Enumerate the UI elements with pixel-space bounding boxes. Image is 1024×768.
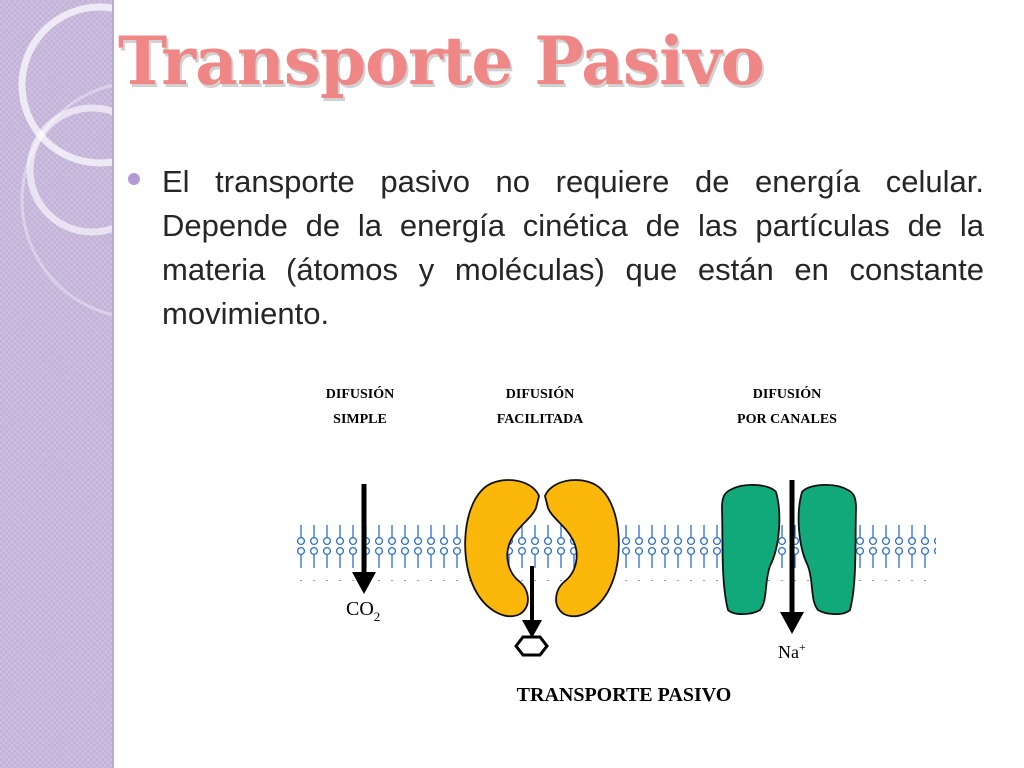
channel-protein [721, 484, 857, 616]
facilitated-diffusion-arrow [522, 566, 542, 638]
label-difusion-simple-1: DIFUSIÓN [326, 385, 394, 402]
label-difusion-simple-2: SIMPLE [333, 412, 387, 427]
simple-diffusion-arrow [352, 484, 376, 594]
co2-label: CO2 [346, 598, 380, 624]
sodium-ion-label: Na+ [778, 640, 806, 662]
carrier-protein [464, 479, 620, 618]
channel-diffusion-arrow [780, 480, 804, 634]
label-difusion-facilitada-1: DIFUSIÓN [506, 385, 574, 402]
diagram-caption: TRANSPORTE PASIVO [517, 684, 732, 706]
decorative-sidebar [0, 0, 114, 768]
label-difusion-facilitada-2: FACILITADA [497, 412, 584, 427]
bullet-text: El transporte pasivo no requiere de ener… [162, 164, 984, 331]
label-difusion-canales-1: DIFUSIÓN [753, 385, 821, 402]
decorative-rings [18, 3, 112, 317]
label-difusion-canales-2: POR CANALES [737, 412, 837, 427]
bullet-item: El transporte pasivo no requiere de ener… [128, 160, 984, 336]
bullet-dot [128, 173, 140, 185]
passive-transport-diagram: DIFUSIÓN SIMPLE DIFUSIÓN FACILITADA DIFU… [296, 385, 936, 706]
slide-title: Transporte Pasivo [118, 22, 765, 100]
hexagon-molecule [514, 635, 549, 657]
